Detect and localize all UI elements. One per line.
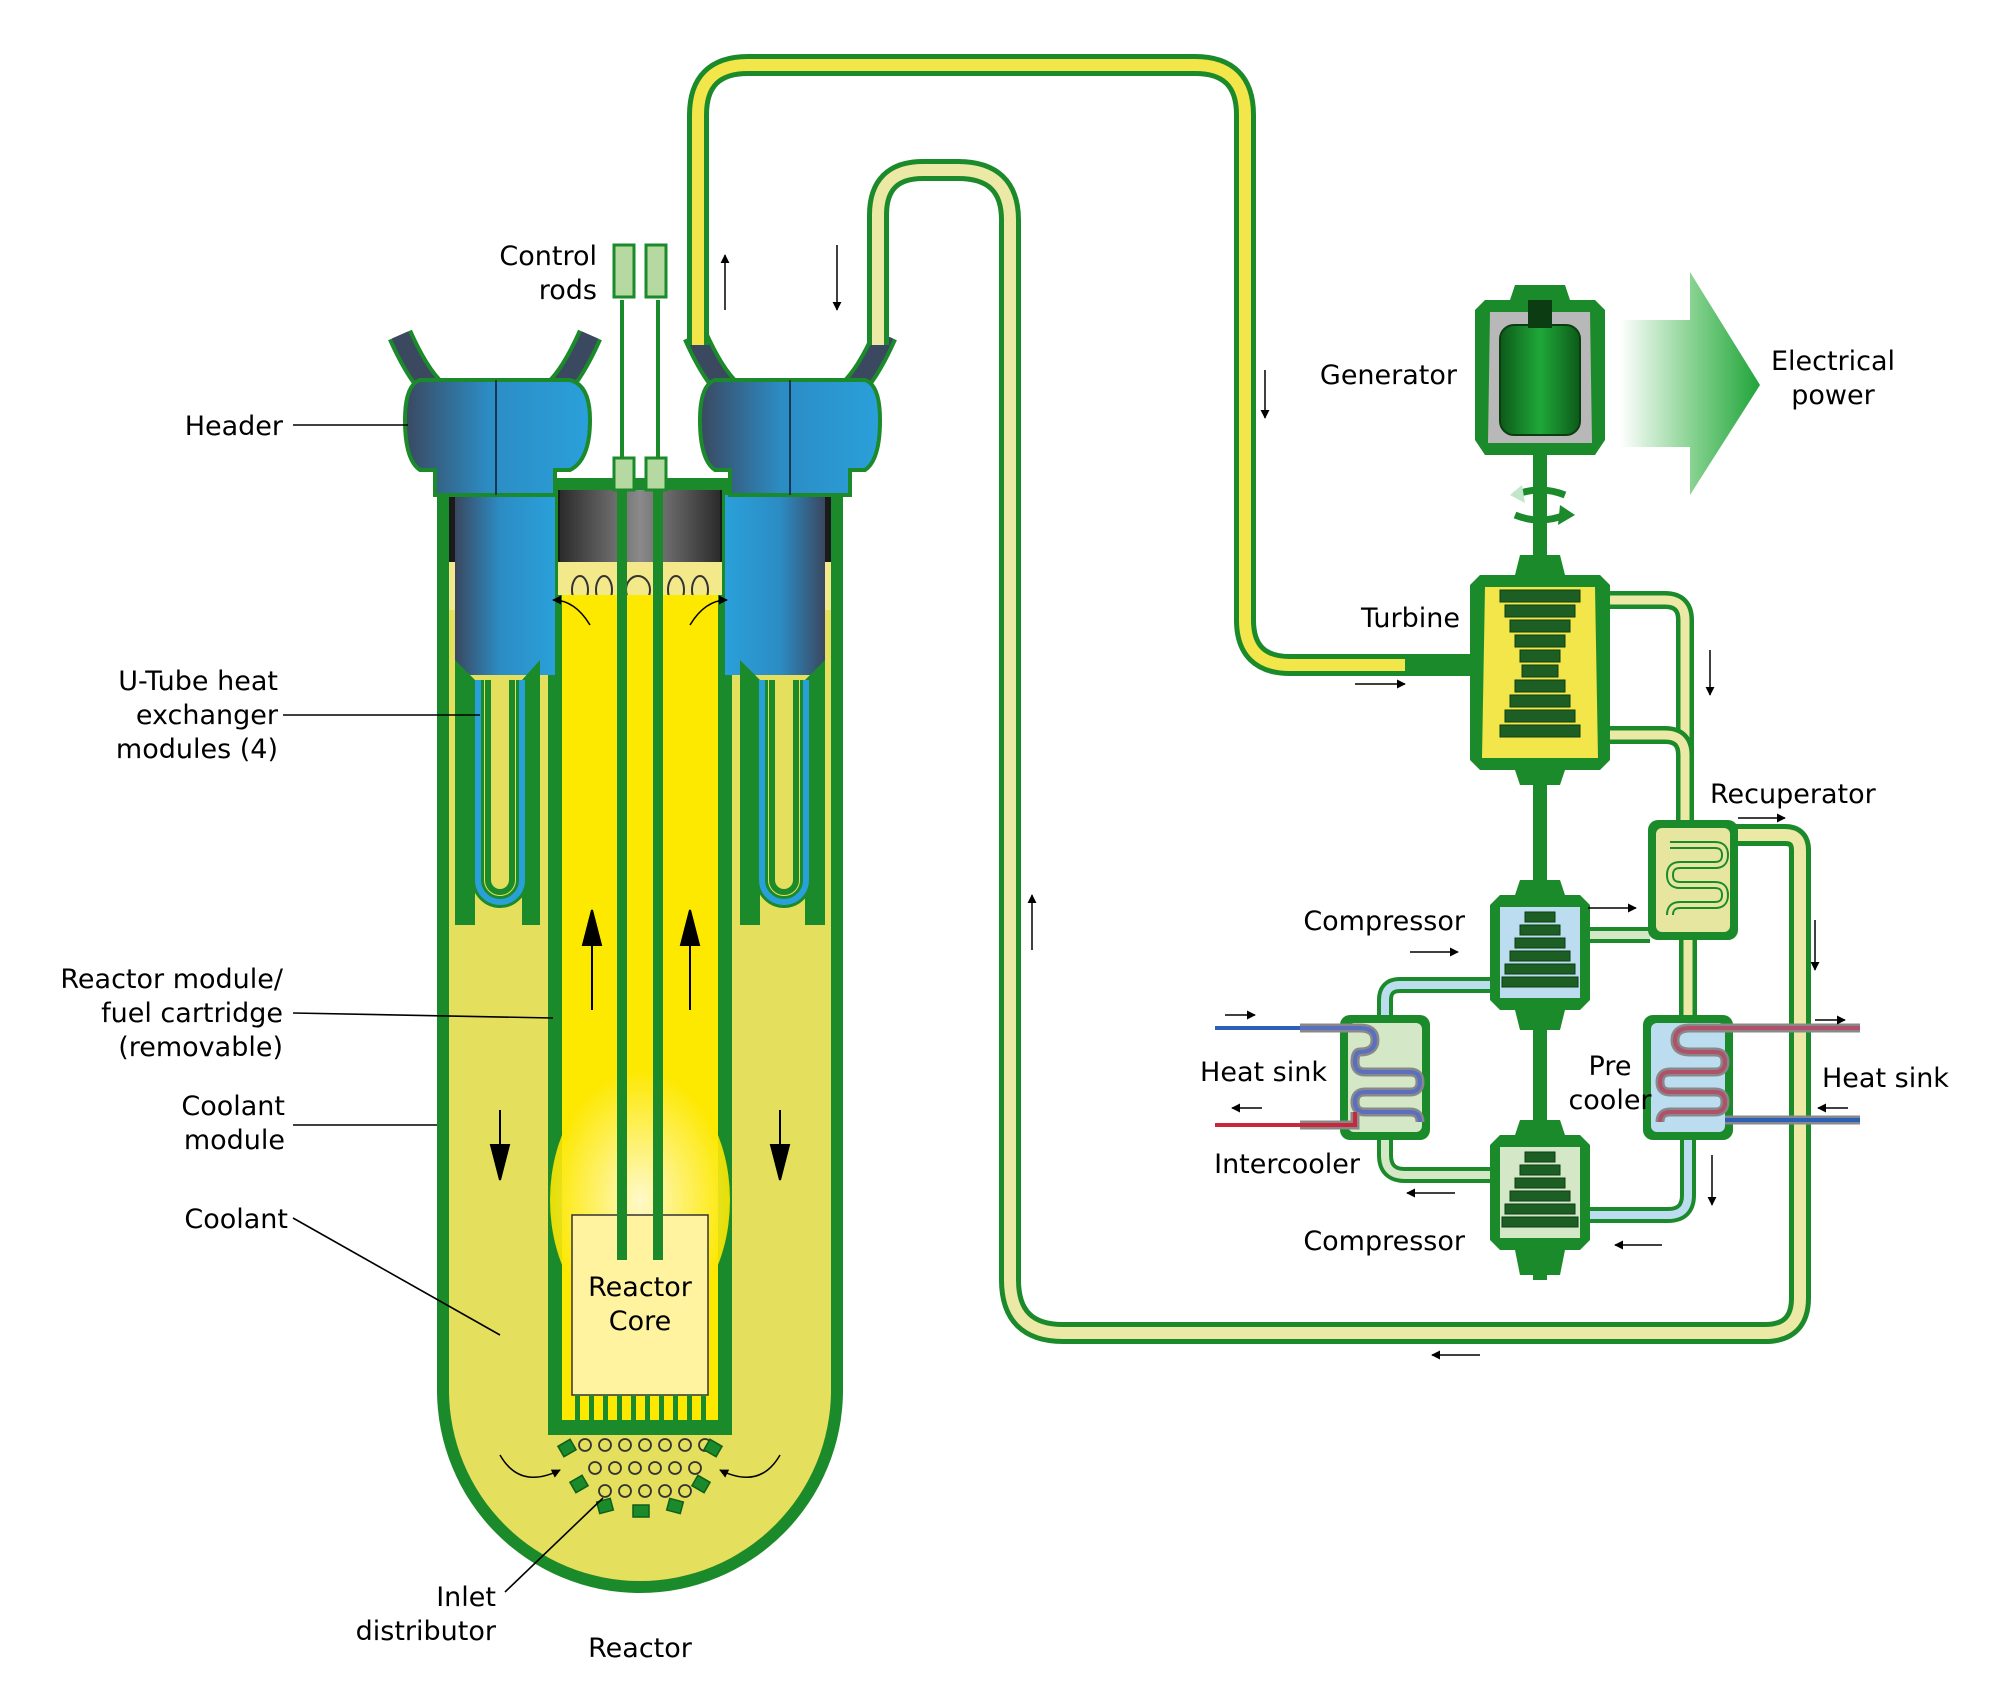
label-heat-sink-right: Heat sink — [1822, 1063, 1949, 1094]
control-rod-drive — [614, 245, 634, 297]
compressor-bottom — [1490, 1120, 1590, 1275]
label-reactor-module-2: fuel cartridge — [101, 998, 283, 1029]
turbine — [1405, 555, 1610, 785]
header-right — [695, 335, 885, 495]
label-compressor-bottom: Compressor — [1303, 1226, 1466, 1257]
header-left — [400, 335, 590, 495]
label-coolant-module-2: module — [184, 1125, 285, 1156]
label-inlet-1: Inlet — [436, 1582, 496, 1613]
reactor-vessel — [400, 245, 885, 1593]
compressor-top — [1490, 880, 1590, 1030]
u-tube-heat-exchanger — [725, 495, 825, 925]
label-control-rods-1: Control — [499, 241, 597, 272]
reactor-core — [572, 1215, 708, 1395]
label-electrical-power-1: Electrical — [1771, 346, 1895, 377]
label-reactor-module-1: Reactor module/ — [60, 964, 284, 995]
control-rod-drive — [646, 245, 666, 297]
label-reactor-core-2: Core — [609, 1306, 672, 1337]
label-u-tube-2: exchanger — [136, 700, 279, 731]
label-u-tube-3: modules (4) — [116, 734, 278, 765]
label-reactor: Reactor — [588, 1633, 693, 1664]
label-compressor-top: Compressor — [1303, 906, 1466, 937]
label-generator: Generator — [1320, 360, 1458, 391]
label-control-rods-2: rods — [539, 275, 597, 306]
label-reactor-core-1: Reactor — [588, 1272, 693, 1303]
label-coolant-module-1: Coolant — [181, 1091, 285, 1122]
label-heat-sink-left: Heat sink — [1200, 1057, 1327, 1088]
label-turbine: Turbine — [1360, 603, 1460, 634]
label-electrical-power-2: power — [1791, 380, 1875, 411]
label-u-tube-1: U-Tube heat — [118, 666, 278, 697]
recuperator — [1648, 820, 1738, 940]
generator — [1475, 285, 1605, 455]
label-intercooler: Intercooler — [1214, 1149, 1361, 1180]
label-inlet-2: distributor — [356, 1616, 497, 1647]
label-precooler-2: cooler — [1568, 1085, 1652, 1116]
power-arrow-icon — [1620, 272, 1760, 495]
label-header: Header — [185, 411, 284, 442]
label-coolant: Coolant — [184, 1204, 288, 1235]
label-precooler-1: Pre — [1589, 1051, 1632, 1082]
label-reactor-module-3: (removable) — [118, 1032, 283, 1063]
label-recuperator: Recuperator — [1710, 779, 1877, 810]
